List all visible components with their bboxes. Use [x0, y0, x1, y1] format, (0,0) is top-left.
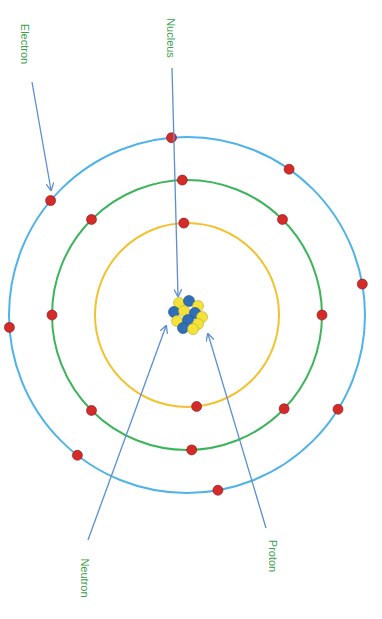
- electron-dot: [177, 175, 187, 185]
- electron-dot: [87, 215, 97, 225]
- electron-dot: [279, 404, 289, 414]
- leader-line: [32, 82, 51, 190]
- outer-shell: [9, 137, 365, 493]
- leader-line: [208, 334, 266, 528]
- part-label: Proton: [266, 538, 279, 574]
- electron-dot: [87, 406, 97, 416]
- electrons: [4, 133, 367, 496]
- electron-dot: [47, 310, 57, 320]
- electron-dot: [333, 404, 343, 414]
- part-label: Neutron: [78, 556, 91, 599]
- electron-dot: [213, 485, 223, 495]
- electron-dot: [192, 402, 202, 412]
- inner-shell: [95, 223, 279, 407]
- electron-dot: [4, 322, 14, 332]
- middle-shell: [52, 180, 322, 450]
- leader-line: [172, 68, 178, 296]
- electron-dot: [317, 310, 327, 320]
- part-label: Nucleus: [164, 16, 177, 60]
- electron-dot: [357, 279, 367, 289]
- neutron-ball: [178, 323, 189, 334]
- leader-line: [88, 326, 166, 540]
- part-label: Electron: [18, 22, 31, 66]
- electron-dot: [167, 133, 177, 143]
- electron-dot: [187, 445, 197, 455]
- electron-dot: [179, 218, 189, 228]
- proton-ball: [188, 324, 199, 335]
- electron-dot: [284, 164, 294, 174]
- nucleus-cluster: [169, 296, 208, 335]
- electron-dot: [46, 196, 56, 206]
- electron-dot: [278, 215, 288, 225]
- electron-dot: [72, 450, 82, 460]
